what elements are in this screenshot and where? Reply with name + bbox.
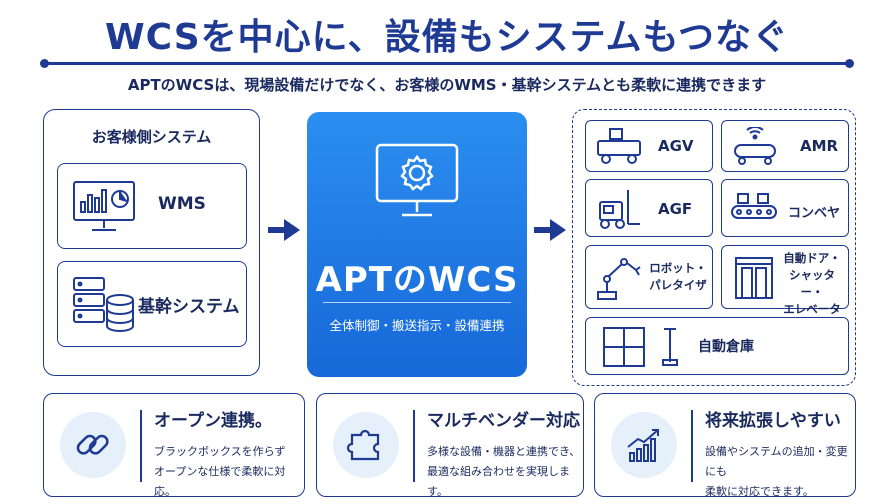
feature-desc-line1: 設備やシステムの追加・変更にも (705, 445, 848, 478)
agv-label: AGV (658, 137, 694, 155)
feature-desc-line2: 最適な組み合わせを実現します。 (427, 465, 570, 498)
feature-icon-circle (611, 412, 677, 478)
wcs-divider (323, 302, 511, 303)
feature-icon-circle (60, 412, 126, 478)
auto-door-box: 自動ドア・ シャッター・ エレベーター (721, 245, 849, 333)
feature-desc-line2: オープンな仕様で柔軟に対応。 (154, 465, 286, 498)
feature-desc-line1: ブラックボックスを作らず (154, 445, 286, 458)
stacker-crane-icon (662, 328, 678, 366)
wms-box: WMS (57, 163, 247, 249)
amr-box: AMR (721, 120, 849, 172)
feature-title: オープン連携。 (154, 411, 272, 431)
feature-divider (140, 410, 142, 482)
feature-open-integration: オープン連携。 ブラックボックスを作らず オープンな仕様で柔軟に対応。 (43, 393, 305, 498)
page-subtitle: APTのWCSは、現場設備だけでなく、お客様のWMS・基幹システムとも柔軟に連携… (127, 76, 767, 94)
puzzle-icon (346, 429, 380, 461)
customer-systems-title: お客様側システム (91, 128, 212, 146)
feature-divider (691, 410, 693, 482)
feature-desc-line2: 柔軟に対応できます。 (705, 485, 814, 498)
agf-label: AGF (658, 200, 693, 218)
door-shutter-icon (735, 257, 773, 299)
arrow-right-icon (268, 219, 300, 241)
feature-easy-expansion: 将来拡張しやすい 設備やシステムの追加・変更にも 柔軟に対応できます。 (594, 393, 856, 498)
amr-label: AMR (800, 137, 839, 155)
robot-label-line1: ロボット・ (649, 261, 707, 275)
conveyor-icon (731, 193, 777, 219)
dashboard-monitor-icon (72, 180, 136, 238)
amr-icon (734, 127, 776, 165)
door-label-line1: 自動ドア・ (783, 251, 841, 265)
page-title: WCSを中心に、設備もシステムもつなぐ (104, 17, 790, 58)
feature-title: マルチベンダー対応 (427, 411, 580, 431)
wcs-name: APTのWCS (315, 260, 519, 300)
wcs-core-box: APTのWCS 全体制御・搬送指示・設備連携 (307, 112, 527, 377)
equipment-panel: AGV AMR AGF コンベヤ (572, 109, 856, 386)
conveyor-box: コンベヤ (721, 179, 849, 237)
growth-chart-icon (627, 429, 659, 462)
arrow-right-icon (534, 219, 566, 241)
feature-divider (413, 410, 415, 482)
agv-icon (597, 128, 641, 164)
robot-palletizer-label: ロボット・ パレタイザ (648, 260, 708, 294)
forklift-icon (599, 190, 640, 229)
feature-description: 多様な設備・機器と連携でき、 最適な組み合わせを実現します。 (427, 442, 583, 502)
robot-arm-icon (597, 258, 641, 300)
robot-label-line2: パレタイザ (649, 278, 707, 292)
link-icon (76, 434, 109, 455)
feature-desc-line1: 多様な設備・機器と連携でき、 (427, 445, 581, 458)
agv-box: AGV (585, 120, 713, 172)
feature-icon-circle (333, 412, 399, 478)
server-database-icon (72, 276, 136, 338)
title-divider (40, 59, 854, 68)
customer-systems-panel: お客様側システム WMS (43, 109, 260, 376)
feature-description: 設備やシステムの追加・変更にも 柔軟に対応できます。 (705, 442, 855, 502)
conveyor-label: コンベヤ (788, 206, 841, 221)
auto-warehouse-label: 自動倉庫 (698, 339, 754, 355)
door-label-line2: シャッター・ (789, 268, 835, 299)
wcs-functions: 全体制御・搬送指示・設備連携 (329, 318, 505, 333)
feature-description: ブラックボックスを作らず オープンな仕様で柔軟に対応。 (154, 442, 304, 502)
core-system-box: 基幹システム (57, 261, 247, 347)
auto-warehouse-box: 自動倉庫 (585, 317, 849, 375)
feature-title: 将来拡張しやすい (705, 411, 841, 431)
agf-box: AGF (585, 179, 713, 237)
feature-multi-vendor: マルチベンダー対応 多様な設備・機器と連携でき、 最適な組み合わせを実現します。 (316, 393, 584, 498)
robot-palletizer-box: ロボット・ パレタイザ (585, 245, 713, 309)
core-system-label: 基幹システム (138, 297, 240, 317)
gear-monitor-icon (375, 143, 459, 217)
wms-label: WMS (158, 194, 206, 214)
storage-rack-icon (603, 327, 645, 367)
